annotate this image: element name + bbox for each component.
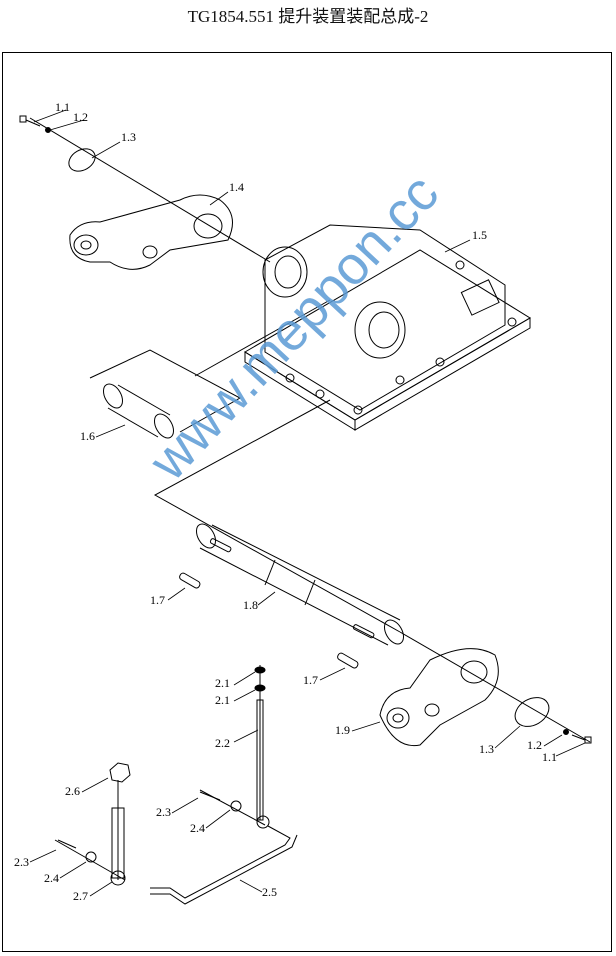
part-label: 2.1 [215, 693, 230, 707]
drawing-title: TG1854.551 提升装置装配总成-2 [187, 7, 429, 26]
part-label: 1.1 [542, 750, 557, 764]
lift-housing-part [244, 224, 531, 431]
key-part [337, 652, 359, 669]
part-label: 2.6 [65, 784, 80, 798]
part-label: 1.3 [479, 742, 494, 756]
bolt-part [19, 115, 51, 133]
part-label: 1.7 [303, 673, 318, 687]
drawing-frame [2, 52, 612, 952]
plate-washer-part [514, 697, 550, 727]
part-label: 2.7 [73, 889, 88, 903]
lift-shaft-part [196, 523, 404, 646]
key-part [179, 572, 201, 589]
part-label: 1.8 [243, 598, 258, 612]
part-label: 2.2 [215, 736, 230, 750]
part-label: 2.3 [14, 855, 29, 869]
part-label: 1.3 [121, 130, 136, 144]
part-label: 2.1 [215, 676, 230, 690]
part-label: 2.4 [44, 871, 59, 885]
part-label: 1.1 [55, 100, 70, 114]
part-label: 2.5 [262, 885, 277, 899]
lift-arm-part [379, 648, 499, 747]
linkage-parts [57, 666, 298, 905]
part-label: 1.6 [80, 429, 95, 443]
part-label: 1.9 [335, 723, 350, 737]
assembly-lines [29, 117, 591, 881]
part-label: 1.5 [472, 228, 487, 242]
part-label: 1.4 [229, 180, 244, 194]
part-label: 2.3 [156, 805, 171, 819]
part-label: 1.7 [150, 593, 165, 607]
part-label: 2.4 [190, 821, 205, 835]
part-label: 1.2 [73, 110, 88, 124]
bushing-part [103, 383, 174, 439]
plate-washer-part [68, 148, 96, 172]
leader-lines [29, 109, 586, 897]
part-label: 1.2 [527, 738, 542, 752]
lift-arm-part [69, 194, 233, 270]
bolt-part [563, 729, 592, 744]
